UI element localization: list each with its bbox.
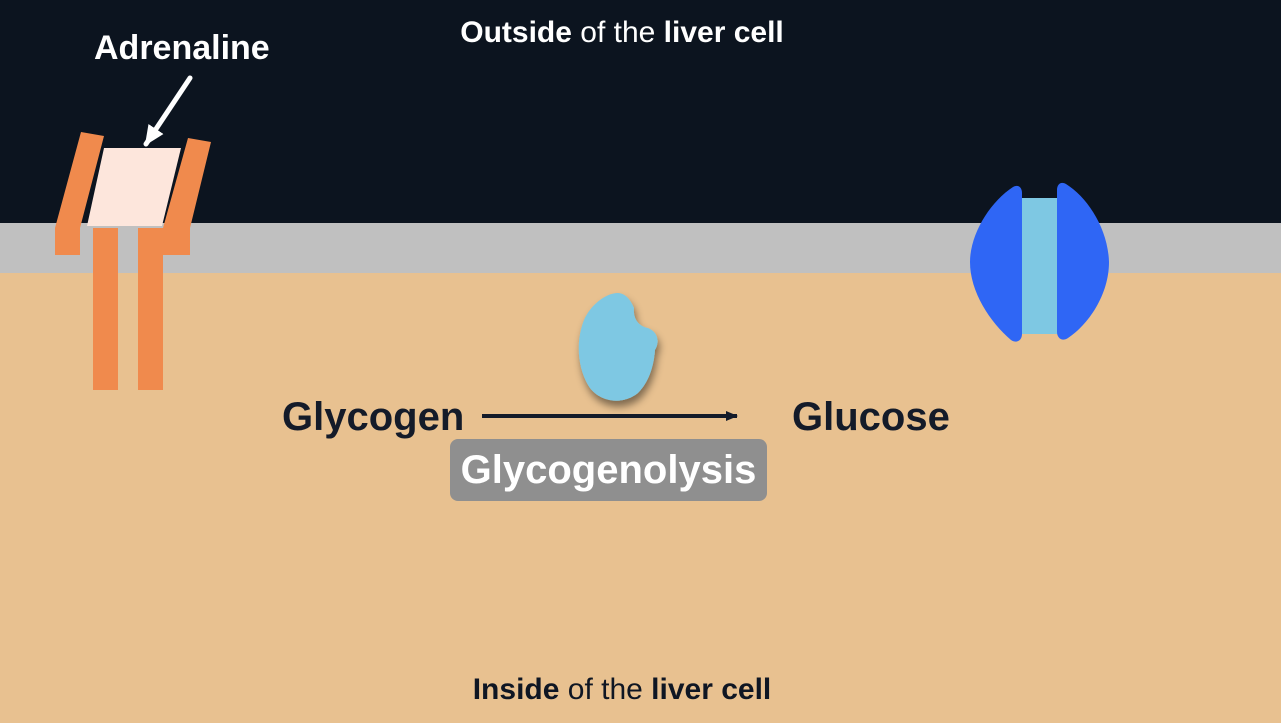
process-badge: Glycogenolysis	[450, 439, 767, 501]
outside-word: Outside	[460, 16, 572, 49]
outside-liver-cell: liver cell	[663, 16, 784, 49]
receptor-right-arm	[163, 138, 211, 255]
inside-liver-cell: liver cell	[651, 673, 772, 706]
glucose-label: Glucose	[792, 395, 950, 439]
receptor-right-tail	[138, 228, 163, 390]
enzyme-icon	[578, 293, 658, 401]
channel-pore	[1018, 198, 1060, 334]
inside-caption: Inside of the liver cell	[0, 672, 1244, 708]
channel-right-subunit	[1057, 182, 1109, 340]
process-label: Glycogenolysis	[460, 448, 757, 492]
inside-word: Inside	[472, 673, 560, 706]
pointer-arrow-icon	[143, 75, 193, 147]
receptor-left-tail	[93, 228, 118, 390]
adrenaline-molecule-icon	[87, 148, 181, 226]
receptor-icon	[55, 132, 211, 390]
outside-caption: Outside of the liver cell	[0, 15, 1244, 51]
adrenaline-label: Adrenaline	[94, 29, 270, 67]
glycogen-label: Glycogen	[282, 395, 465, 439]
glucose-transporter-icon	[970, 182, 1109, 342]
receptor-left-arm	[55, 132, 104, 255]
channel-left-subunit	[970, 185, 1022, 342]
outside-connector: of the	[580, 16, 656, 49]
inside-connector: of the	[567, 673, 643, 706]
